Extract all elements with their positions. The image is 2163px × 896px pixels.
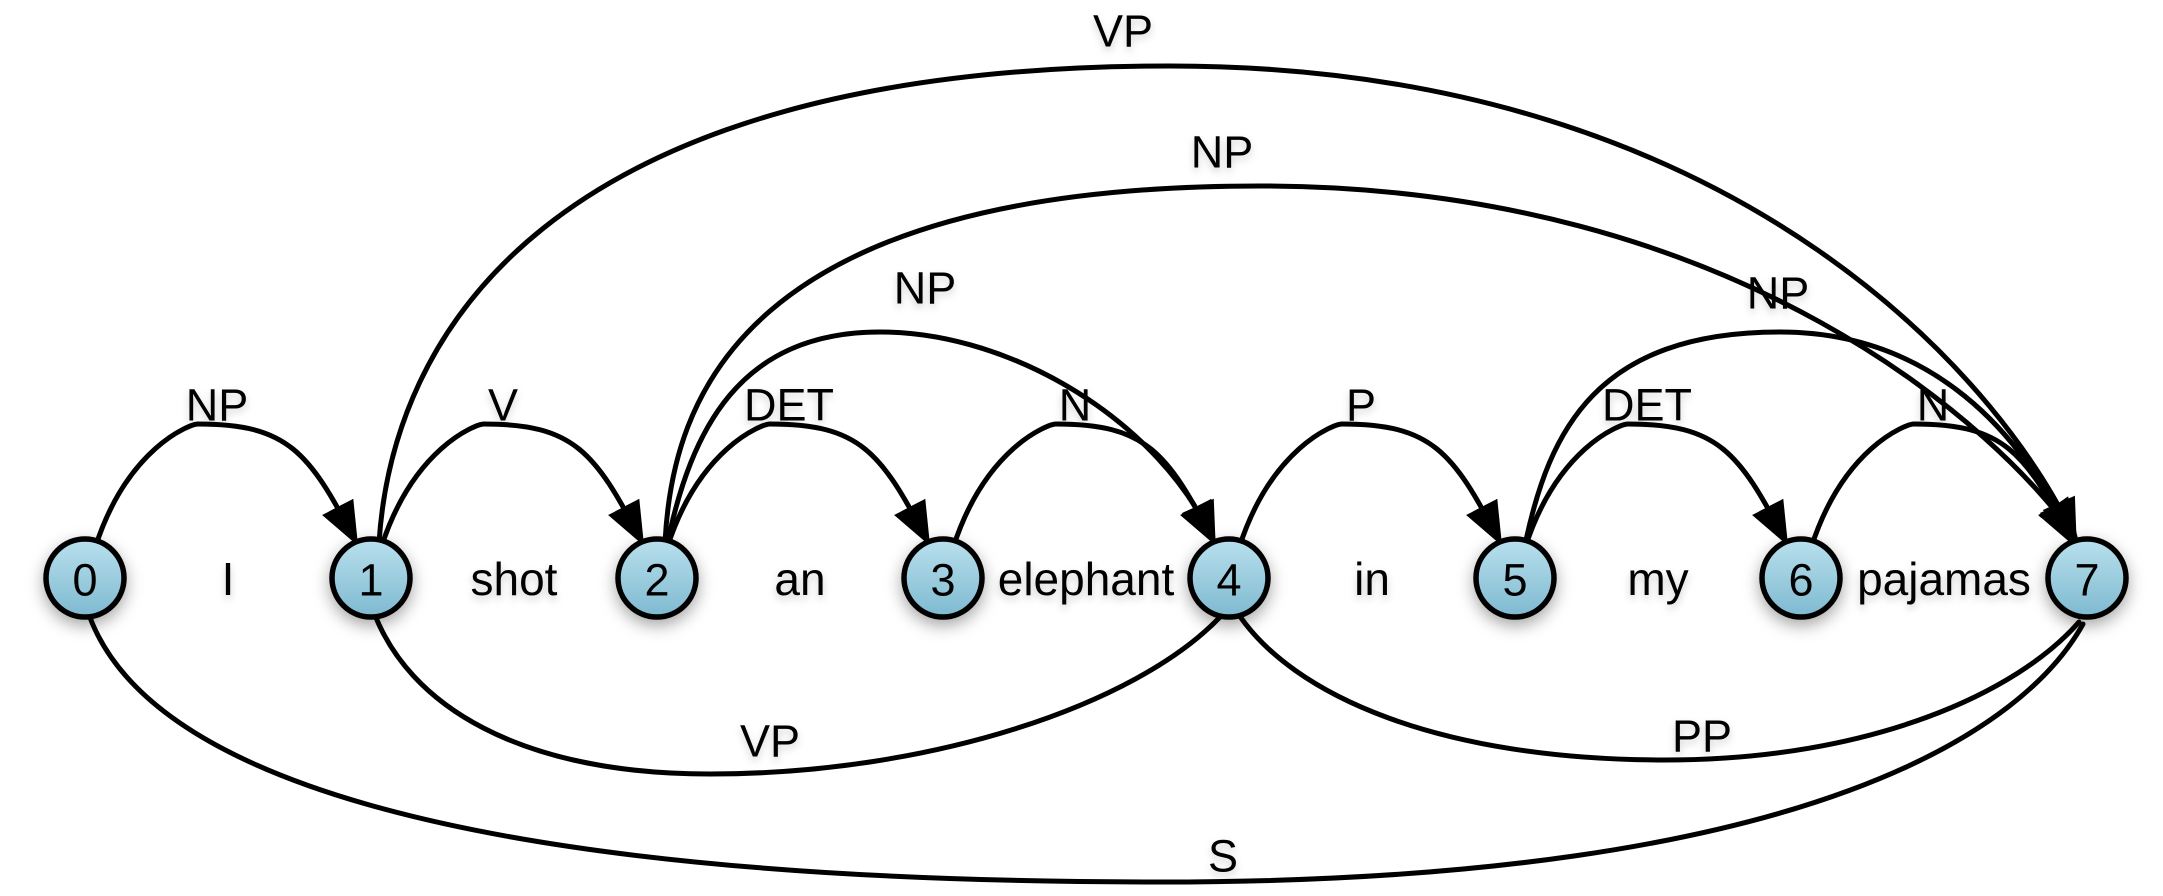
node-2: 2 <box>615 536 699 620</box>
edge-label-S-0-7: S <box>1208 831 1238 882</box>
nodes: 0 1 2 3 4 5 6 7 <box>43 536 2129 620</box>
edge-label-NP-2-4: NP <box>894 263 957 314</box>
edge-label-DET-2-3: DET <box>744 380 834 431</box>
word-0: I <box>222 553 235 605</box>
edge-label-VP-1-7: VP <box>1093 6 1153 57</box>
edge-S-0-7 <box>85 609 2086 885</box>
node-0: 0 <box>43 536 127 620</box>
edge-NP-2-4 <box>664 329 1216 548</box>
node-number-4: 4 <box>1216 555 1241 606</box>
word-6: pajamas <box>1857 553 2031 605</box>
node-number-7: 7 <box>2074 555 2099 606</box>
edges-above <box>92 63 2079 551</box>
edge-label-V-1-2: V <box>488 380 518 431</box>
edge-label-N-6-7: N <box>1917 380 1950 431</box>
word-5: my <box>1627 553 1688 605</box>
edge-NP-2-7 <box>662 183 2079 546</box>
word-1: shot <box>471 553 558 605</box>
node-circle-2 <box>615 536 699 620</box>
node-number-1: 1 <box>358 555 383 606</box>
edge-VP-1-7 <box>376 63 2077 546</box>
node-circle-6 <box>1759 536 1843 620</box>
edge-N-3-4 <box>950 421 1217 551</box>
edge-label-N-3-4: N <box>1059 380 1092 431</box>
edge-PP-4-7 <box>1234 609 2082 763</box>
edge-label-NP-2-7: NP <box>1191 127 1254 178</box>
edge-label-NP-0-1: NP <box>186 380 249 431</box>
edge-DET-2-3 <box>664 421 931 551</box>
edge-label-DET-5-6: DET <box>1602 380 1692 431</box>
node-circle-1 <box>329 536 413 620</box>
node-6: 6 <box>1759 536 1843 620</box>
edge-NP-0-1 <box>92 421 359 551</box>
edges-below <box>85 607 2086 885</box>
node-7: 7 <box>2045 536 2129 620</box>
word-2: an <box>774 553 825 605</box>
node-number-2: 2 <box>644 555 669 606</box>
node-circle-7 <box>2045 536 2129 620</box>
node-number-6: 6 <box>1788 555 1813 606</box>
node-circle-3 <box>901 536 985 620</box>
edge-label-PP-4-7: PP <box>1672 711 1732 762</box>
node-number-0: 0 <box>72 555 97 606</box>
edge-V-1-2 <box>378 421 645 551</box>
node-1: 1 <box>329 536 413 620</box>
node-circle-5 <box>1473 536 1557 620</box>
node-number-3: 3 <box>930 555 955 606</box>
node-4: 4 <box>1187 536 1271 620</box>
edge-DET-5-6 <box>1522 421 1789 551</box>
edge-label-P-4-5: P <box>1346 380 1376 431</box>
edge-VP-1-4 <box>370 607 1224 777</box>
edge-NP-5-7 <box>1522 329 2074 548</box>
node-circle-0 <box>43 536 127 620</box>
node-number-5: 5 <box>1502 555 1527 606</box>
edge-label-NP-5-7: NP <box>1747 268 1810 319</box>
word-4: in <box>1354 553 1390 605</box>
edge-P-4-5 <box>1236 421 1503 551</box>
edge-label-VP-1-4: VP <box>740 716 800 767</box>
node-3: 3 <box>901 536 985 620</box>
word-3: elephant <box>998 553 1175 605</box>
node-5: 5 <box>1473 536 1557 620</box>
node-circle-4 <box>1187 536 1271 620</box>
